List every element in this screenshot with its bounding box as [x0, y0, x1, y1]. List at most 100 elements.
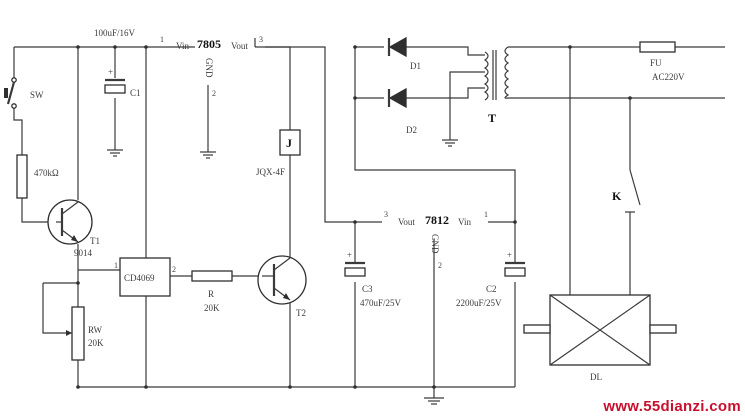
junction — [353, 385, 357, 389]
junction — [353, 220, 357, 224]
reg12-vin: Vin — [458, 217, 471, 227]
fuse-name: FU — [650, 58, 662, 68]
relay-model: JQX-4F — [256, 167, 285, 177]
relay-coil-box — [279, 129, 301, 156]
c2-plus: + — [507, 250, 512, 260]
junction — [288, 385, 292, 389]
reg12-gnd: GND — [430, 234, 440, 254]
diode-triangle — [388, 36, 407, 58]
watermark: www.55dianzi.com — [603, 398, 741, 415]
ic-body — [119, 257, 171, 297]
resistor-body — [191, 270, 233, 282]
capacitor-c2: + C2 2200uF/25V — [456, 250, 526, 308]
t1-model: 9014 — [74, 248, 93, 258]
reg5-gnd: GND — [204, 58, 214, 78]
r-name: R — [208, 289, 214, 299]
reg5-out-wire — [255, 46, 291, 130]
primary-winding — [504, 46, 510, 99]
reg5-vin: Vin — [176, 41, 189, 51]
switch-sw: SW — [4, 77, 44, 109]
junction — [432, 385, 436, 389]
transistor-body — [257, 255, 307, 305]
junction — [513, 220, 517, 224]
transformer-name: T — [488, 111, 496, 125]
cap-plate-electrolytic — [504, 267, 526, 277]
c2-value: 2200uF/25V — [456, 298, 502, 308]
secondary-winding — [483, 51, 489, 101]
load-name: DL — [590, 372, 602, 382]
load-cross — [549, 294, 651, 366]
transistor-t1: T1 9014 — [47, 199, 100, 258]
d1-name: D1 — [410, 61, 421, 71]
r470-to-t1 — [21, 198, 56, 223]
reg12-vout: Vout — [398, 217, 415, 227]
junction — [568, 45, 572, 49]
t2-name: T2 — [296, 308, 306, 318]
c1-value: 100uF/16V — [94, 28, 136, 38]
switch-actuator — [4, 88, 8, 98]
ct-wire — [449, 71, 485, 140]
reg12-pin-gnd: 2 — [438, 261, 442, 270]
relay-name: J — [286, 136, 292, 150]
ground-symbol — [107, 149, 123, 157]
reg5-vout: Vout — [231, 41, 248, 51]
ic-cd4069: CD4069 1 2 — [114, 257, 176, 297]
c3-value: 470uF/25V — [360, 298, 402, 308]
reg12-pin-in: 1 — [484, 210, 488, 219]
resistor-470k: 470kΩ — [16, 154, 59, 199]
transistor-t2: T2 — [257, 255, 307, 318]
ic-pin-in: 1 — [114, 261, 118, 270]
load-dl: DL — [523, 294, 677, 382]
regulator-7812: 7812 Vout Vin 3 1 GND 2 — [384, 210, 488, 270]
junction — [76, 45, 80, 49]
cap-plate-electrolytic — [104, 84, 126, 94]
diode-d2: D2 — [387, 87, 417, 135]
c3-name: C3 — [362, 284, 373, 294]
junctions — [76, 45, 632, 389]
reg5-pin-out: 3 — [259, 35, 263, 44]
d2-name: D2 — [406, 125, 417, 135]
reg5-pin-in: 1 — [160, 35, 164, 44]
pot-wiper-arrow — [66, 330, 72, 336]
switch-label: SW — [30, 90, 44, 100]
t1-name: T1 — [90, 236, 100, 246]
contact-blade — [629, 169, 641, 206]
r-value: 20K — [204, 303, 220, 313]
junction — [113, 45, 117, 49]
junction — [628, 96, 632, 100]
c1-plus: + — [108, 67, 113, 77]
junction — [144, 385, 148, 389]
fuse-rating: AC220V — [652, 72, 685, 82]
pot-wiper-loop — [42, 283, 68, 334]
emitter-arrow — [283, 293, 290, 300]
cap-plate-electrolytic — [344, 267, 366, 277]
reg12-pin-out: 3 — [384, 210, 388, 219]
ground-symbol — [442, 139, 458, 147]
transformer-t: T — [483, 46, 510, 125]
regulator-7805: 7805 Vin Vout 1 3 GND 2 — [160, 35, 263, 159]
diode-d1: D1 — [387, 36, 421, 71]
ground-symbol — [424, 397, 444, 405]
ic-pin-out: 2 — [172, 265, 176, 274]
fuse-fu: FU AC220V — [639, 41, 685, 82]
junction — [144, 45, 148, 49]
load-terminal-left — [523, 324, 551, 334]
pot-body — [71, 306, 85, 361]
potentiometer-rw: RW 20K — [66, 306, 104, 361]
fuse-body — [639, 41, 676, 53]
relay-contact-k: K — [612, 169, 641, 213]
switch-contact — [11, 103, 17, 109]
sw-down-wire — [13, 108, 23, 155]
reg12-in-wire — [354, 47, 516, 223]
relay-coil-j: J JQX-4F — [256, 129, 301, 177]
ground-symbol — [200, 151, 216, 159]
junction — [76, 385, 80, 389]
c1-name: C1 — [130, 88, 141, 98]
ic-name: CD4069 — [124, 273, 155, 283]
resistor-r: R 20K — [191, 270, 233, 313]
contact-name: K — [612, 189, 622, 203]
reg5-pin-gnd: 2 — [212, 89, 216, 98]
capacitor-c1: + C1 100uF/16V — [94, 28, 141, 157]
junction — [353, 96, 357, 100]
